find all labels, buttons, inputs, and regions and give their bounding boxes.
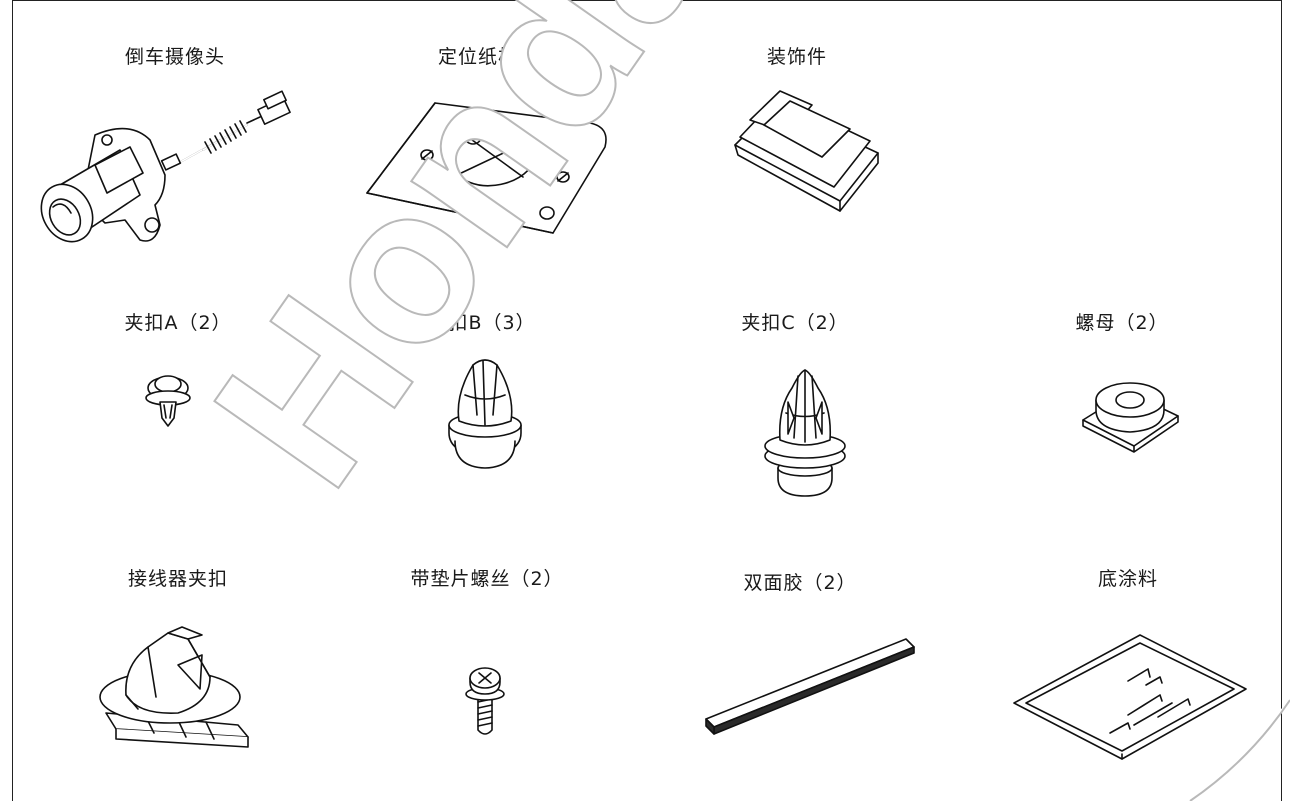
- label-clip-c: 夹扣C（2）: [741, 312, 849, 334]
- nut-drawing: [1078, 372, 1183, 453]
- rear-camera-drawing: [35, 90, 305, 265]
- double-sided-tape-drawing: [700, 635, 920, 740]
- connector-clip-drawing: [98, 625, 253, 755]
- label-double-sided-tape: 双面胶（2）: [743, 572, 857, 594]
- label-primer: 底涂料: [1097, 568, 1159, 590]
- label-clip-a: 夹扣A（2）: [124, 312, 232, 334]
- label-garnish: 装饰件: [766, 46, 828, 68]
- label-clip-b: 夹扣B（3）: [428, 312, 536, 334]
- washer-screw-drawing: [462, 660, 508, 740]
- clip-b-drawing: [445, 355, 525, 470]
- clip-a-drawing: [142, 372, 194, 428]
- garnish-drawing: [730, 75, 890, 215]
- clip-c-drawing: [760, 368, 850, 498]
- label-rear-camera: 倒车摄像头: [124, 46, 226, 68]
- label-nut: 螺母（2）: [1075, 312, 1169, 334]
- primer-drawing: [1010, 633, 1250, 763]
- positioning-template-drawing: [365, 95, 615, 235]
- diagram-frame: [12, 0, 1282, 801]
- label-positioning-template: 定位纸板: [437, 46, 519, 68]
- label-connector-clip: 接线器夹扣: [127, 568, 229, 590]
- label-washer-screw: 带垫片螺丝（2）: [410, 568, 564, 590]
